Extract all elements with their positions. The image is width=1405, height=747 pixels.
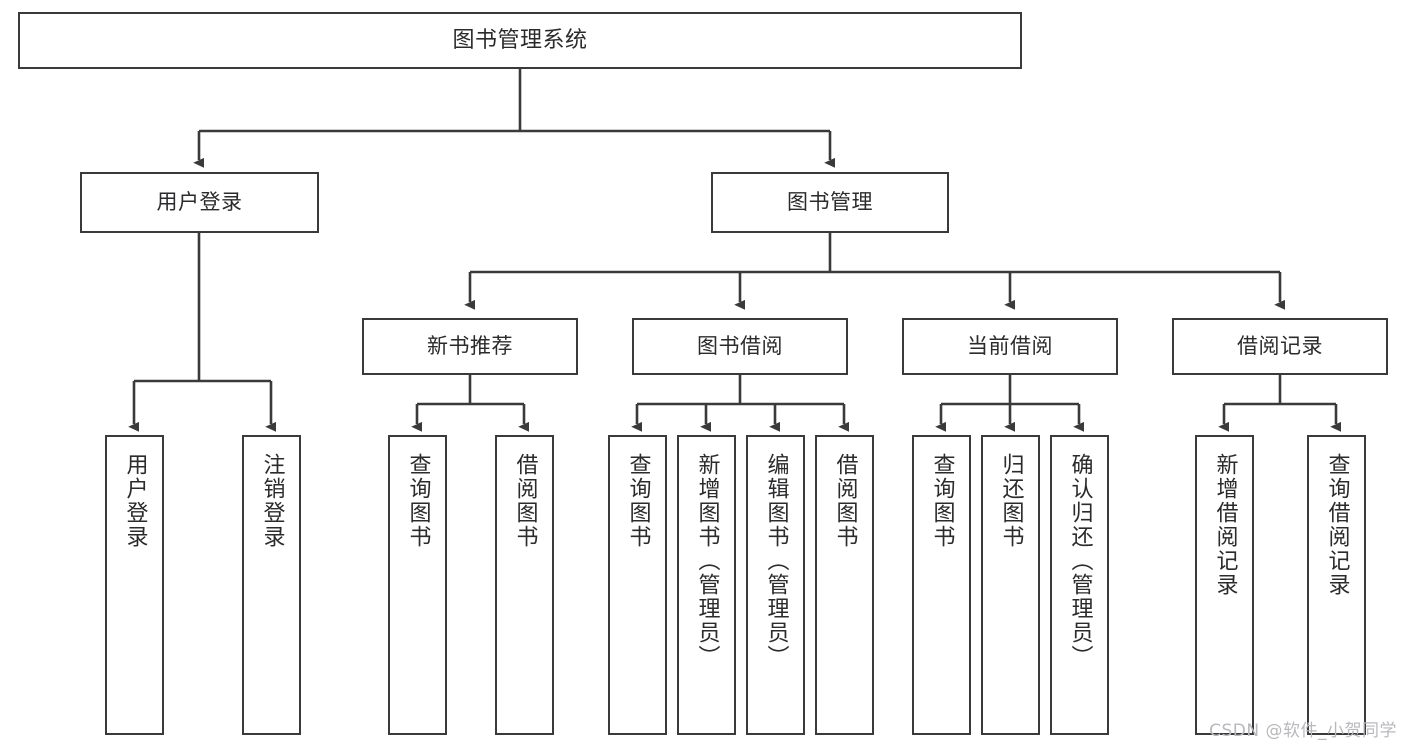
node-label: 图书管理: [787, 190, 873, 215]
node-user-login[interactable]: 用户登录: [80, 172, 319, 233]
leaf-confirm-return-admin[interactable]: 确认归还（管理员）: [1050, 435, 1109, 735]
node-label: 借阅记录: [1237, 334, 1323, 359]
node-label: 当前借阅: [967, 334, 1053, 359]
node-label: 查询图书: [405, 453, 431, 549]
node-book-borrow[interactable]: 图书借阅: [632, 318, 848, 375]
node-label: 查询图书: [929, 453, 955, 549]
leaf-logout[interactable]: 注销登录: [242, 435, 301, 735]
node-label: 用户登录: [122, 453, 148, 549]
node-current-borrow[interactable]: 当前借阅: [902, 318, 1118, 375]
node-label: 借阅图书: [832, 453, 858, 549]
leaf-add-book-admin[interactable]: 新增图书（管理员）: [677, 435, 736, 735]
leaf-add-borrow-record[interactable]: 新增借阅记录: [1195, 435, 1254, 735]
node-label: 图书管理系统: [452, 27, 588, 53]
leaf-borrow-book-recommend[interactable]: 借阅图书: [495, 435, 554, 735]
node-label: 确认归还（管理员）: [1067, 453, 1093, 669]
leaf-edit-book-admin[interactable]: 编辑图书（管理员）: [746, 435, 805, 735]
leaf-user-login[interactable]: 用户登录: [105, 435, 164, 735]
node-label: 注销登录: [259, 453, 285, 549]
node-borrow-record[interactable]: 借阅记录: [1172, 318, 1388, 375]
leaf-borrow-book[interactable]: 借阅图书: [815, 435, 874, 735]
leaf-query-book-current[interactable]: 查询图书: [912, 435, 971, 735]
node-label: 归还图书: [998, 453, 1024, 549]
node-label: 查询图书: [625, 453, 651, 549]
node-label: 图书借阅: [697, 334, 783, 359]
node-book-management[interactable]: 图书管理: [711, 172, 949, 233]
leaf-query-book-recommend[interactable]: 查询图书: [388, 435, 447, 735]
node-label: 编辑图书（管理员）: [763, 453, 789, 669]
node-label: 查询借阅记录: [1324, 453, 1350, 597]
leaf-return-book[interactable]: 归还图书: [981, 435, 1040, 735]
node-root-system[interactable]: 图书管理系统: [18, 12, 1022, 69]
node-label: 新增借阅记录: [1212, 453, 1238, 597]
node-new-book-recommend[interactable]: 新书推荐: [362, 318, 578, 375]
csdn-watermark: CSDN @软件_小贺同学: [1209, 721, 1397, 741]
node-label: 用户登录: [156, 190, 243, 215]
node-label: 新书推荐: [427, 334, 513, 359]
node-label: 借阅图书: [512, 453, 538, 549]
leaf-query-borrow-record[interactable]: 查询借阅记录: [1307, 435, 1366, 735]
node-label: 新增图书（管理员）: [694, 453, 720, 669]
leaf-query-book-borrow[interactable]: 查询图书: [608, 435, 667, 735]
